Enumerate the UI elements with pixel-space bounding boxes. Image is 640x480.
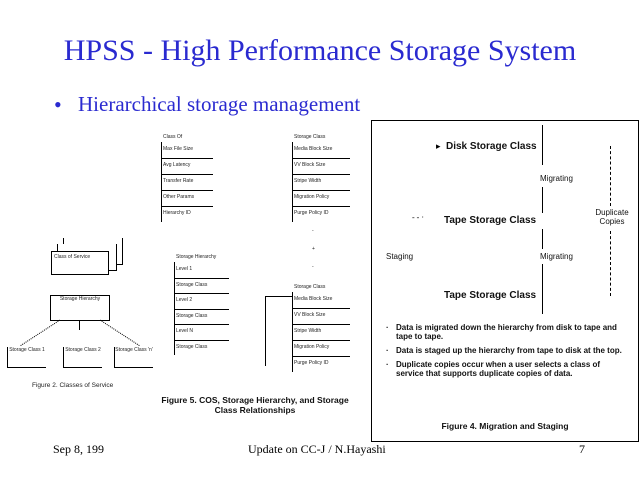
sc1-box: Storage Class 1 <box>7 347 46 368</box>
fig4-bullet: Data is staged up the hierarchy from tap… <box>396 346 622 355</box>
hierarchy-box: Storage Hierarchy <box>50 295 110 321</box>
sc2-row: VV Block Size <box>294 312 326 318</box>
sc-row: Media Block Size <box>294 146 333 152</box>
migrating-label-1: Migrating <box>540 174 573 183</box>
hier-row: Storage Class <box>176 343 208 350</box>
cos-row: Other Params <box>163 194 195 200</box>
duplicate-label: Duplicate Copies <box>595 208 629 226</box>
disk-class: Disk Storage Class <box>446 141 537 152</box>
hier-row: Level 2 <box>176 297 193 303</box>
cos-row: Transfer Rate <box>163 178 194 184</box>
sc-row: Purge Policy ID <box>294 210 329 216</box>
bullet-text: Hierarchical storage management <box>78 92 361 116</box>
sc2-title: Storage Class <box>294 284 326 290</box>
cos-row: Max File Size <box>163 146 194 152</box>
fig5-caption: Figure 5. COS, Storage Hierarchy, and St… <box>161 395 349 415</box>
footer-center: Update on CC-J / N.Hayashi <box>248 442 386 456</box>
sc2-row: Media Block Size <box>294 296 333 302</box>
fig4-caption: Figure 4. Migration and Staging <box>441 421 569 431</box>
footer-page: 7 <box>579 442 585 456</box>
hier-row: Storage Class <box>176 281 208 288</box>
cos-box: Class of Service <box>51 251 109 275</box>
fig4-bullets: ·Data is migrated down the hierarchy fro… <box>386 323 626 378</box>
staging-label: Staging <box>386 252 414 261</box>
sc-row: Stripe Width <box>294 178 322 184</box>
bullet-dot: • <box>54 92 62 117</box>
figure-migration-staging: Disk Storage Class ▸ Migrating Tape Stor… <box>371 120 639 442</box>
hier-row: Level 1 <box>176 266 193 272</box>
footer-date: Sep 8, 199 <box>53 442 104 456</box>
fig2-caption: Figure 2. Classes of Service <box>32 382 114 389</box>
tape-class-1: Tape Storage Class <box>444 215 537 226</box>
hier-row: Level N <box>176 328 193 334</box>
tape-class-2: Tape Storage Class <box>444 290 537 301</box>
cos-row: Hierarchy ID <box>163 210 191 216</box>
sc-row: Migration Policy <box>294 194 330 200</box>
sc-row: VV Block Size <box>294 162 326 168</box>
migrating-label-2: Migrating <box>540 252 573 261</box>
cos-title: Class Of <box>163 134 183 140</box>
sc-title: Storage Class <box>294 134 326 140</box>
sc2-row: Migration Policy <box>294 344 330 350</box>
fig4-bullet: Duplicate copies occur when a user selec… <box>396 360 601 378</box>
sc2-row: Purge Policy ID <box>294 360 329 366</box>
fig4-bullet: Data is migrated down the hierarchy from… <box>396 323 617 341</box>
hier-title: Storage Hierarchy <box>176 254 217 260</box>
sc2-row: Stripe Width <box>294 328 322 334</box>
sc2-box: Storage Class 2 <box>63 347 102 368</box>
hier-row: Storage Class <box>176 312 208 319</box>
scn-box: Storage Class 'n' <box>114 347 153 368</box>
cos-row: Avg Latency <box>163 162 191 168</box>
slide-title: HPSS - High Performance Storage System <box>63 34 577 67</box>
